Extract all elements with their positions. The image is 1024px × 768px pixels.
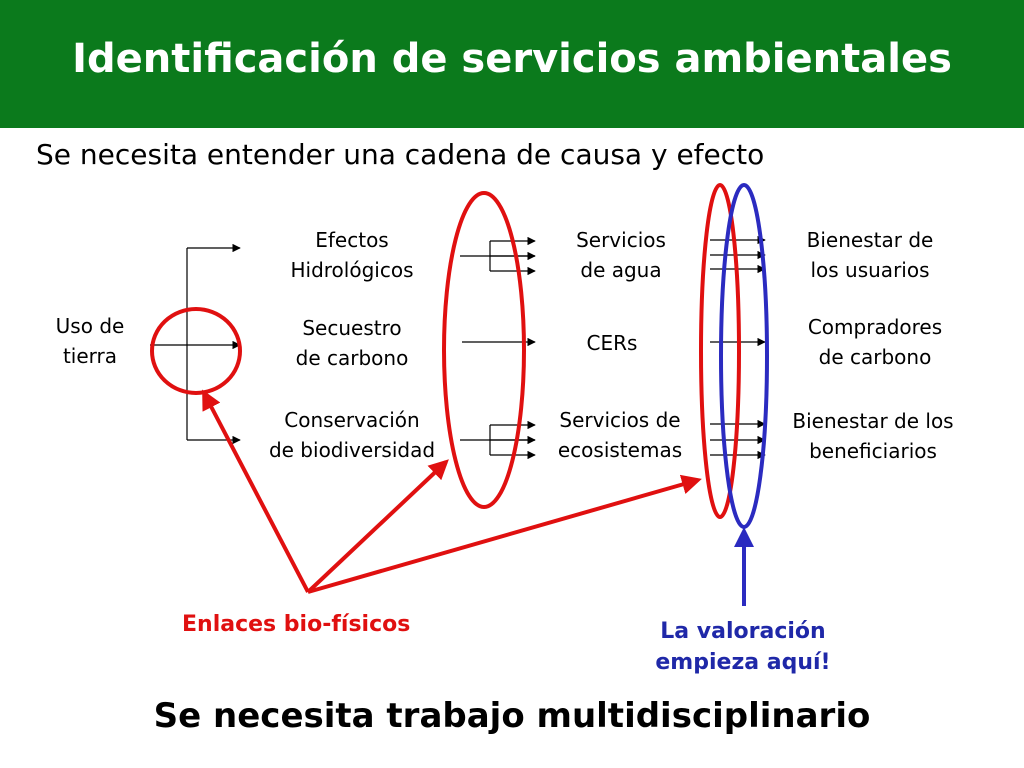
node-cers-line1: CERs — [586, 331, 638, 355]
source-link-ellipse — [150, 307, 242, 395]
valuation-label-line2: empieza aquí! — [655, 650, 831, 675]
node-ecosystem-services: Servicios de ecosistemas — [540, 405, 700, 465]
header-bar — [0, 0, 1024, 128]
node-hydrological-effects-line2: Hidrológicos — [290, 258, 414, 282]
node-carbon-buyers-line1: Compradores — [807, 315, 943, 339]
biophysical-links-label: Enlaces bio-físicos — [182, 612, 411, 637]
node-beneficiary-wellbeing-line1: Bienestar de los — [792, 409, 954, 433]
node-water-services: Servicios de agua — [546, 225, 696, 285]
node-carbon-sequestration: Secuestro de carbono — [262, 313, 442, 373]
node-carbon-buyers-line2: de carbono — [818, 345, 932, 369]
node-water-services-line1: Servicios — [576, 228, 666, 252]
node-land-use-line2: tierra — [62, 344, 118, 368]
node-hydrological-effects: Efectos Hidrológicos — [262, 225, 442, 285]
page-title: Identificación de servicios ambientales — [72, 36, 952, 82]
node-beneficiary-wellbeing-line2: beneficiarios — [809, 439, 937, 463]
node-biodiversity-conservation-line1: Conservación — [284, 408, 420, 432]
node-carbon-sequestration-line2: de carbono — [295, 346, 409, 370]
node-carbon-sequestration-line1: Secuestro — [302, 316, 402, 340]
valuation-label-line1: La valoración — [660, 619, 826, 644]
node-land-use: Uso de tierra — [40, 311, 140, 371]
node-ecosystem-services-line2: ecosistemas — [557, 438, 683, 462]
biophysical-pointer-arrows — [202, 389, 702, 594]
node-water-services-line2: de agua — [580, 258, 662, 282]
services-link-ellipse — [699, 183, 741, 519]
node-cers: CERs — [562, 328, 662, 358]
node-biodiversity-conservation: Conservación de biodiversidad — [248, 405, 456, 465]
node-carbon-buyers: Compradores de carbono — [780, 312, 970, 372]
source-branch-arrows — [150, 243, 241, 445]
node-user-wellbeing: Bienestar de los usuarios — [780, 225, 960, 285]
effects-to-services-arrows — [460, 236, 536, 460]
footer-statement: Se necesita trabajo multidisciplinario — [153, 696, 871, 736]
node-land-use-line1: Uso de — [55, 314, 125, 338]
node-ecosystem-services-line1: Servicios de — [559, 408, 681, 432]
node-user-wellbeing-line2: los usuarios — [810, 258, 930, 282]
node-beneficiary-wellbeing: Bienestar de los beneficiarios — [770, 406, 976, 466]
node-biodiversity-conservation-line2: de biodiversidad — [268, 438, 436, 462]
node-user-wellbeing-line1: Bienestar de — [806, 228, 934, 252]
node-hydrological-effects-line1: Efectos — [315, 228, 389, 252]
effects-link-ellipse — [442, 191, 526, 509]
valuation-ellipse — [719, 183, 769, 529]
subtitle: Se necesita entender una cadena de causa… — [36, 138, 765, 171]
valuation-starts-here-label: La valoración empieza aquí! — [628, 616, 858, 678]
